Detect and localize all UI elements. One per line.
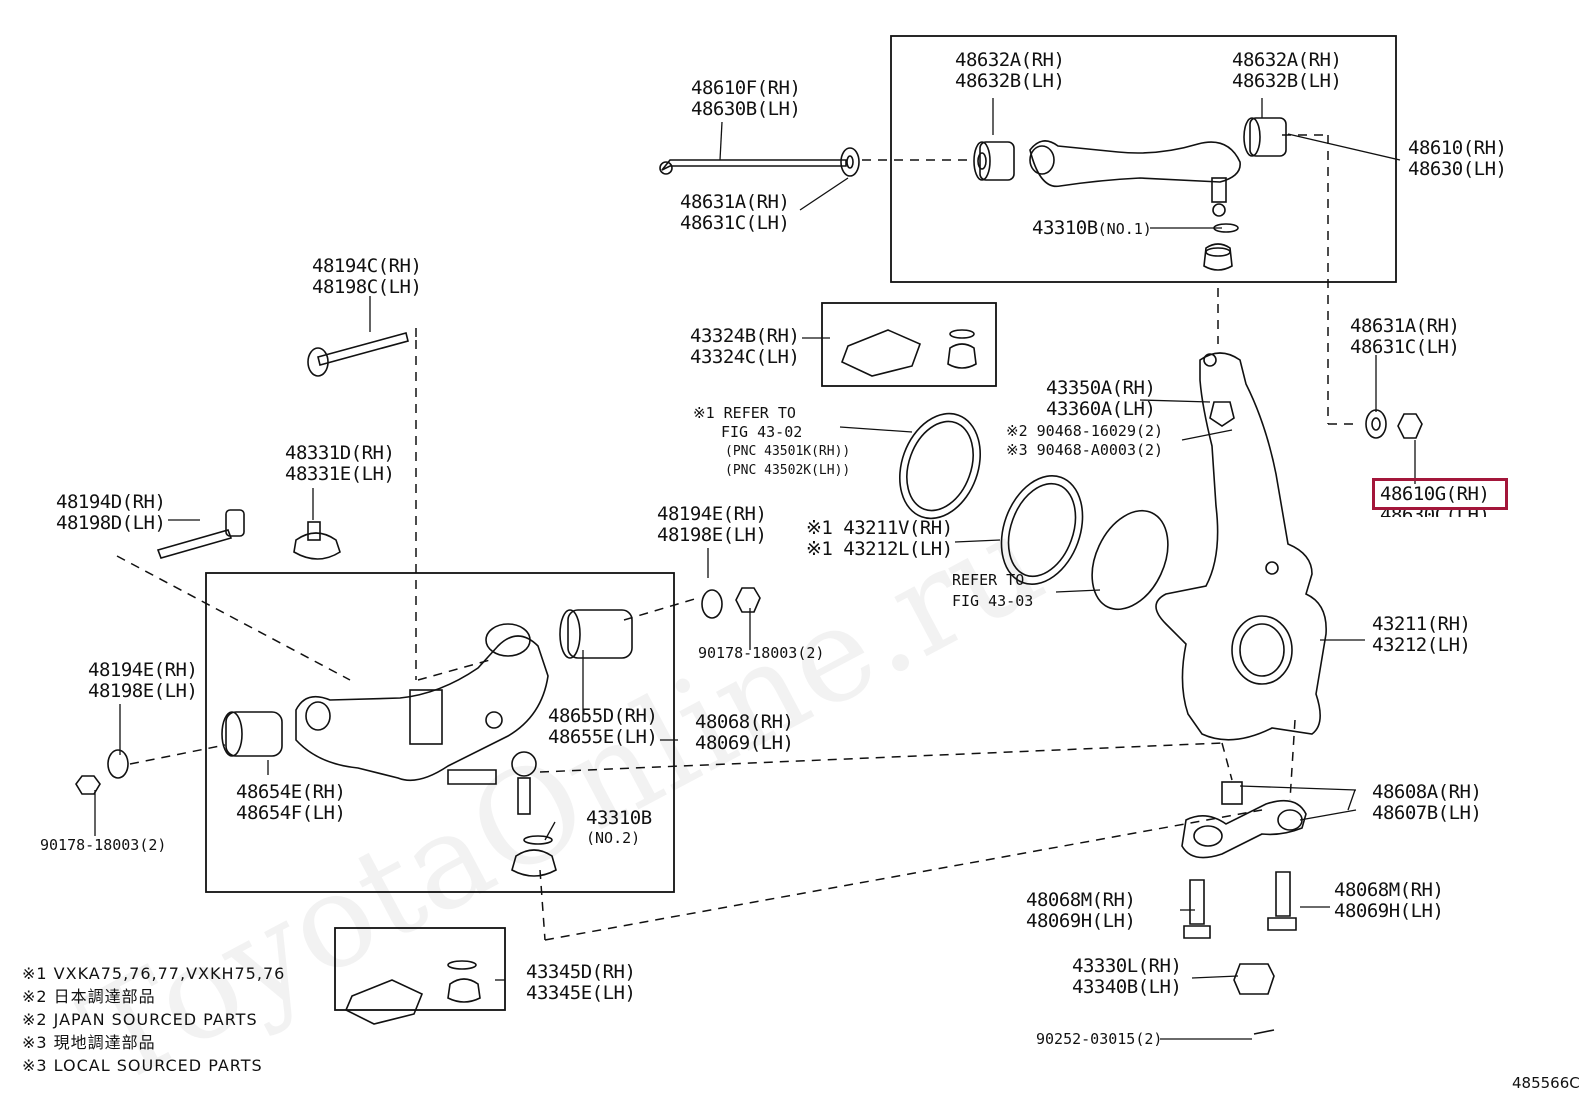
label-43350a[interactable]: 43350A(RH)43360A(LH)	[1046, 377, 1156, 420]
label-48632a-right[interactable]: 48632A(RH)48632B(LH)	[1232, 49, 1342, 92]
label-90178-mid[interactable]: 90178-18003(2)	[698, 644, 825, 662]
label-43310b-no2[interactable]: 43310B(NO.2)	[586, 807, 652, 848]
label-48631a-right[interactable]: 48631A(RH)48631C(LH)	[1350, 315, 1460, 358]
figure-id: 485566C	[1512, 1074, 1580, 1092]
label-48068m-left[interactable]: 48068M(RH)48069H(LH)	[1026, 889, 1136, 932]
label-43310b-no1[interactable]: 43310B(NO.1)	[1032, 217, 1152, 239]
footnote-2-en: ※2 JAPAN SOURCED PARTS	[22, 1010, 258, 1029]
bump-48331d	[293, 521, 341, 560]
footnote-2-jp: ※2 日本調達部品	[22, 987, 156, 1006]
footnote-3-en: ※3 LOCAL SOURCED PARTS	[22, 1056, 263, 1075]
label-48631a-top[interactable]: 48631A(RH)48631C(LH)	[680, 191, 790, 234]
cotter-pin-90252	[1253, 1029, 1275, 1035]
label-43330l[interactable]: 43330L(RH)43340B(LH)	[1072, 955, 1182, 998]
label-90178-left[interactable]: 90178-18003(2)	[40, 836, 167, 854]
label-48610f[interactable]: 48610F(RH)48630B(LH)	[691, 77, 801, 120]
label-48194e-left[interactable]: 48194E(RH)48198E(LH)	[88, 659, 198, 702]
leader-lines	[94, 98, 1416, 1040]
upper-boot-kit-box	[821, 302, 997, 387]
lower-arm-group-box	[205, 572, 675, 893]
label-48655d[interactable]: 48655D(RH)48655E(LH)	[548, 705, 658, 748]
nut-43330l	[1233, 963, 1275, 995]
boot-43310b-no2	[511, 835, 557, 877]
label-43324b[interactable]: 43324B(RH)43324C(LH)	[690, 325, 800, 368]
label-43211v[interactable]: ※1 43211V(RH)※1 43212L(LH)	[806, 517, 953, 560]
label-48610[interactable]: 48610(RH)48630(LH)	[1408, 137, 1507, 180]
upper-control-arm	[973, 117, 1287, 271]
label-48068m-right[interactable]: 48068M(RH)48069H(LH)	[1334, 879, 1444, 922]
seal-rings	[898, 412, 1169, 611]
label-90252[interactable]: 90252-03015(2)	[1036, 1030, 1163, 1048]
label-48632a-left[interactable]: 48632A(RH)48632B(LH)	[955, 49, 1065, 92]
label-48654e[interactable]: 48654E(RH)48654F(LH)	[236, 781, 346, 824]
label-48068[interactable]: 48068(RH)48069(LH)	[695, 711, 794, 754]
label-48194d[interactable]: 48194D(RH)48198D(LH)	[56, 491, 166, 534]
assembly-lines	[116, 134, 1360, 941]
label-90468[interactable]: ※2 90468-16029(2)※3 90468-A0003(2)	[1006, 422, 1164, 459]
label-48194e-mid[interactable]: 48194E(RH)48198E(LH)	[657, 503, 767, 546]
footnote-1: ※1 VXKA75,76,77,VXKH75,76	[22, 964, 286, 983]
bolt-48194c	[307, 332, 409, 377]
label-refer-fig-43-02[interactable]: ※1 REFER TO FIG 43-02 (PNC 43501K(RH)) (…	[693, 404, 851, 478]
label-43211[interactable]: 43211(RH)43212(LH)	[1372, 613, 1471, 656]
footnote-3-jp: ※3 現地調達部品	[22, 1033, 156, 1052]
cam-plates	[701, 587, 761, 619]
label-48608a[interactable]: 48608A(RH)48607B(LH)	[1372, 781, 1482, 824]
washer-48631a	[1365, 409, 1423, 439]
label-48194c[interactable]: 48194C(RH)48198C(LH)	[312, 255, 422, 298]
footnotes: ※1 VXKA75,76,77,VXKH75,76 ※2 日本調達部品 ※2 J…	[22, 962, 285, 1077]
nut-90178-left	[75, 749, 129, 795]
highlight-box-48610g	[1372, 478, 1508, 510]
lower-control-arm	[221, 609, 633, 815]
bolt-48194d	[156, 509, 245, 559]
lower-boot-kit-box	[334, 927, 506, 1011]
boot-kit-upper	[840, 329, 977, 377]
label-43345d[interactable]: 43345D(RH)43345E(LH)	[526, 961, 636, 1004]
steering-knuckle	[1155, 352, 1327, 741]
bolts-48068m	[1183, 871, 1297, 939]
label-48331d[interactable]: 48331D(RH)48331E(LH)	[285, 442, 395, 485]
boot-kit-lower	[344, 960, 481, 1025]
cam-bracket-48608a	[1181, 781, 1307, 859]
rod-48610f	[659, 147, 860, 177]
